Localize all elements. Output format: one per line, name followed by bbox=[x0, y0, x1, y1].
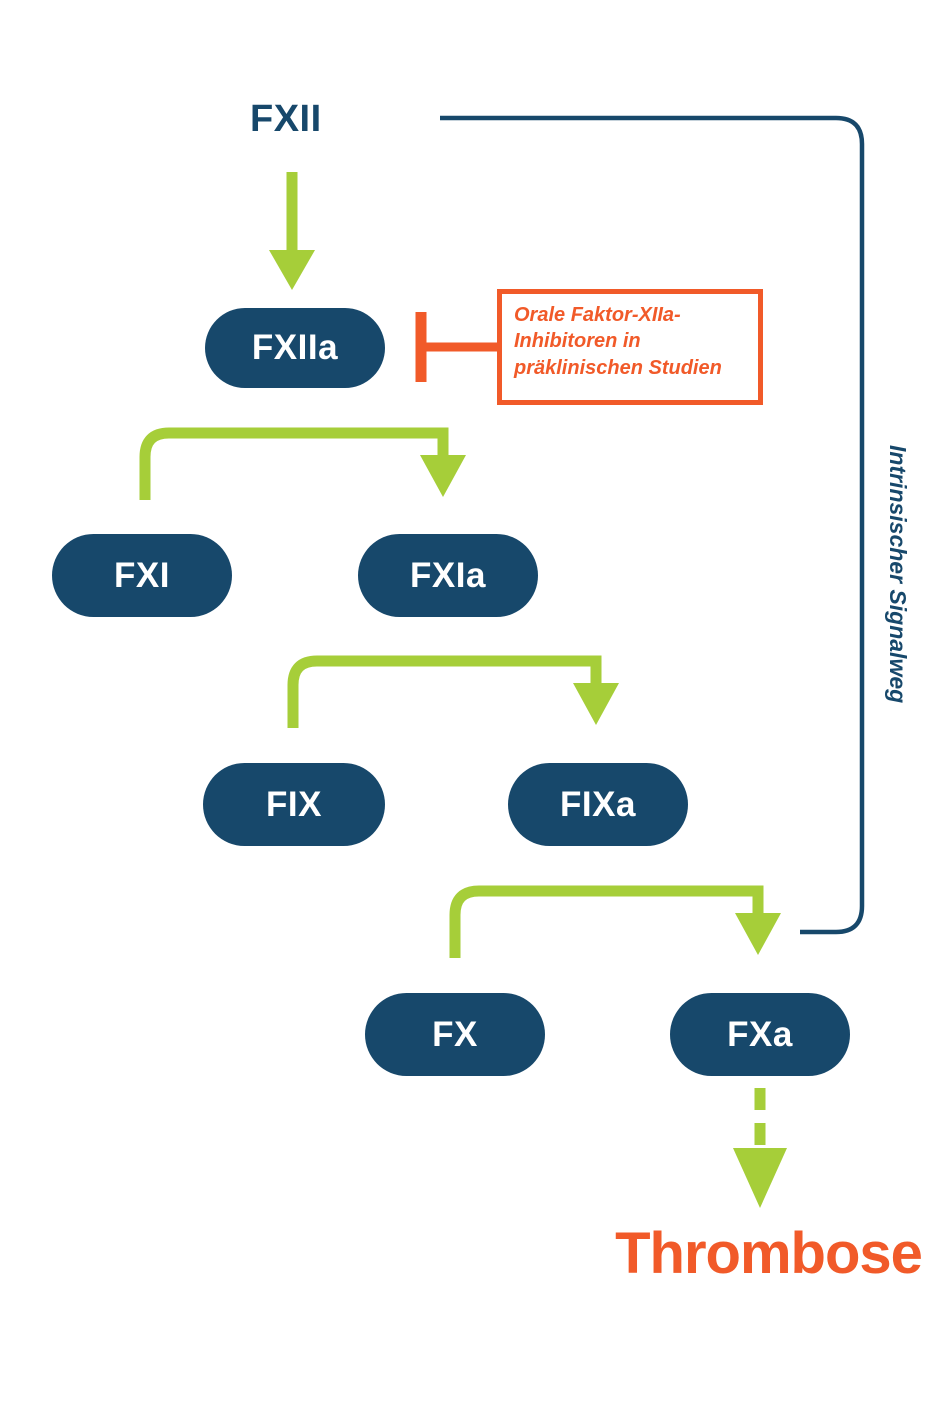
pathway-label-vertical: Intrinsischer Signalweg bbox=[885, 445, 911, 704]
activation-bracket-fxi-to-fxia bbox=[139, 427, 449, 500]
inhibitor-annotation-line-3: präklinischen Studien bbox=[514, 356, 722, 379]
node-fx: FX bbox=[365, 993, 545, 1076]
node-fxia: FXIa bbox=[358, 534, 538, 617]
activation-bracket-fix-to-fixa bbox=[287, 655, 602, 728]
node-fxa: FXa bbox=[670, 993, 850, 1076]
inhibitor-annotation-line-2: Inhibitoren in bbox=[514, 330, 641, 353]
dashed-arrow-fxa-to-thrombose-head bbox=[733, 1148, 787, 1208]
inhibitor-annotation-box: Orale Faktor-XIIa- Inhibitoren in präkli… bbox=[497, 289, 763, 405]
node-fxiia: FXIIa bbox=[205, 308, 385, 388]
arrow-fxia-head bbox=[420, 455, 466, 497]
activation-bracket-fx-to-fxa bbox=[449, 885, 764, 958]
arrow-fxii-to-fxiia-head bbox=[269, 250, 315, 290]
intrinsic-pathway-bracket bbox=[440, 115, 865, 935]
arrow-fxa-head bbox=[735, 913, 781, 955]
node-fxii-label: FXII bbox=[250, 98, 322, 140]
inhibitor-annotation-line-1: Orale Faktor-XIIa- bbox=[514, 304, 681, 326]
outcome-label-thrombose: Thrombose bbox=[615, 1221, 923, 1286]
node-fxi: FXI bbox=[52, 534, 232, 617]
node-fix: FIX bbox=[203, 763, 385, 846]
arrow-fixa-head bbox=[573, 683, 619, 725]
node-fixa: FIXa bbox=[508, 763, 688, 846]
